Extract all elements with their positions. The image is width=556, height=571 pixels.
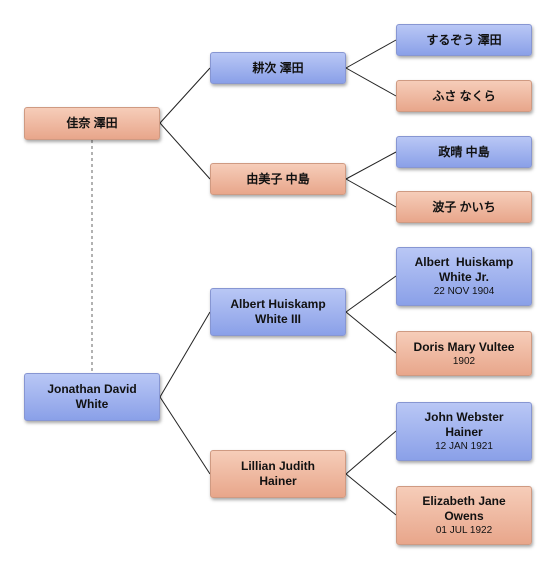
person-name: John Webster Hainer xyxy=(424,410,504,439)
person-node-p1[interactable]: 佳奈 澤田 xyxy=(24,107,160,140)
person-name: Doris Mary Vultee xyxy=(413,339,515,354)
person-name: Lillian Judith Hainer xyxy=(241,459,315,488)
person-date: 12 JAN 1921 xyxy=(435,441,493,452)
person-node-p1-father[interactable]: 耕次 澤田 xyxy=(210,52,346,84)
link-p1-father xyxy=(159,67,211,124)
person-name: Elizabeth Jane Owens xyxy=(422,494,506,523)
person-node-p2-mf[interactable]: John Webster Hainer 12 JAN 1921 xyxy=(396,402,532,461)
person-node-p2-mm[interactable]: Elizabeth Jane Owens 01 JUL 1922 xyxy=(396,486,532,545)
person-name: 政晴 中島 xyxy=(438,144,490,159)
person-name: するぞう 澤田 xyxy=(426,32,502,47)
link-p1-mother xyxy=(159,122,211,180)
link-p2-father xyxy=(159,311,211,398)
person-node-p1-ff[interactable]: するぞう 澤田 xyxy=(396,24,532,56)
link-p1m-mm xyxy=(345,178,397,208)
person-node-p1-mf[interactable]: 政晴 中島 xyxy=(396,136,532,168)
link-p2m-mm xyxy=(345,473,397,516)
link-p2m-mf xyxy=(345,430,397,475)
person-date: 1902 xyxy=(452,355,476,367)
link-p1f-fm xyxy=(345,67,397,97)
person-name: Albert Huiskamp White Jr. xyxy=(414,255,517,284)
link-p2f-fm xyxy=(345,311,397,354)
person-name: 耕次 澤田 xyxy=(252,60,304,75)
person-date: 01 JUL 1922 xyxy=(435,525,493,536)
person-name: 由美子 中島 xyxy=(246,171,310,186)
person-name: Jonathan David White xyxy=(47,382,137,411)
person-node-p1-fm[interactable]: ふさ なくら xyxy=(396,80,532,112)
person-name: ふさ なくら xyxy=(432,88,496,103)
person-node-p1-mother[interactable]: 由美子 中島 xyxy=(210,163,346,195)
link-p1f-ff xyxy=(345,39,397,69)
person-node-p2[interactable]: Jonathan David White xyxy=(24,373,160,421)
link-p2f-ff xyxy=(345,275,397,313)
person-name: 佳奈 澤田 xyxy=(66,116,118,130)
person-node-p2-fm[interactable]: Doris Mary Vultee 1902 xyxy=(396,331,532,376)
person-node-p2-ff[interactable]: Albert Huiskamp White Jr. 22 NOV 1904 xyxy=(396,247,532,306)
link-p1m-mf xyxy=(345,151,397,180)
person-date: 22 NOV 1904 xyxy=(433,286,495,297)
person-name: Albert Huiskamp White III xyxy=(230,297,326,326)
person-node-p2-father[interactable]: Albert Huiskamp White III xyxy=(210,288,346,336)
person-node-p1-mm[interactable]: 波子 かいち xyxy=(396,191,532,223)
person-node-p2-mother[interactable]: Lillian Judith Hainer xyxy=(210,450,346,498)
link-p2-mother xyxy=(159,396,211,475)
person-name: 波子 かいち xyxy=(432,199,496,214)
